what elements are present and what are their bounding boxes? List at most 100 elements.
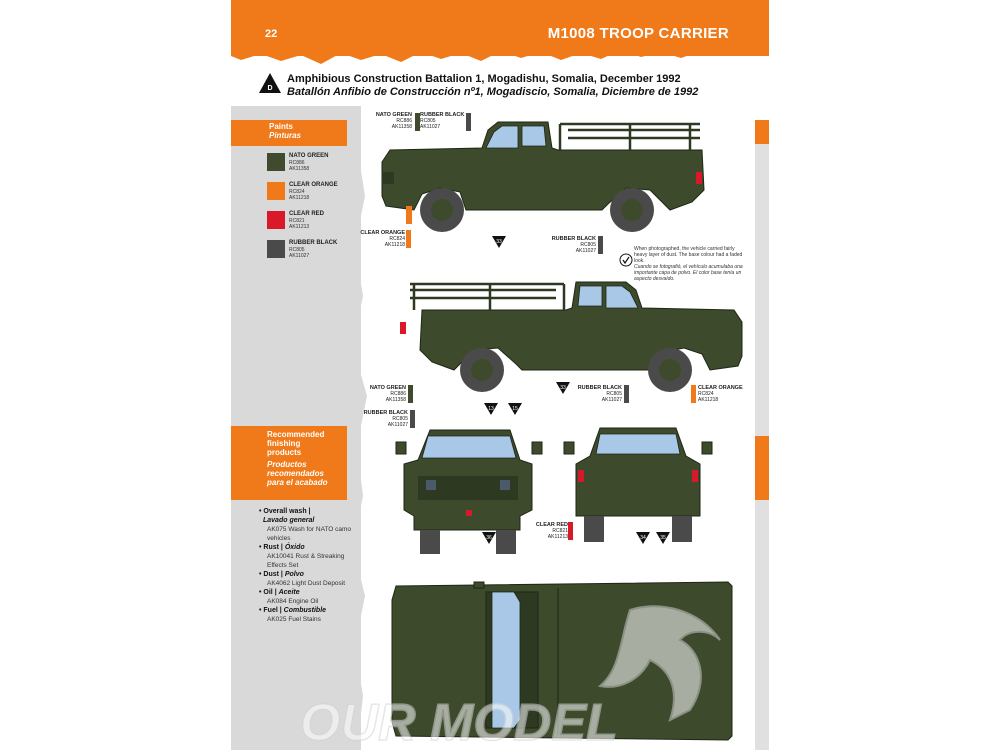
marker-35: 35 bbox=[656, 532, 670, 544]
callout-swatch bbox=[598, 236, 603, 254]
truck-left-side-view bbox=[381, 121, 705, 232]
paint-swatch bbox=[267, 153, 285, 171]
finishing-label-es: Lavado general bbox=[263, 517, 315, 524]
truck-rear-view bbox=[563, 427, 713, 542]
scheme-badge: D bbox=[259, 73, 281, 93]
callout-swatch bbox=[408, 385, 413, 403]
paints-tab: Paints Pinturas bbox=[231, 120, 347, 146]
caption-spanish: Batallón Anfibio de Construcción nº1, Mo… bbox=[287, 86, 699, 98]
finishing-subtitle-1: Productos bbox=[267, 460, 307, 469]
paints-subtitle: Pinturas bbox=[269, 131, 302, 140]
paint-name: NATO GREEN bbox=[289, 153, 329, 159]
svg-text:OUR MODEL: OUR MODEL bbox=[300, 694, 618, 750]
finishing-title-3: products bbox=[267, 448, 302, 457]
paint-name: RUBBER BLACK bbox=[289, 240, 338, 246]
vehicle-illustrations bbox=[381, 121, 743, 741]
svg-text:35: 35 bbox=[660, 535, 666, 541]
header-brush-edge bbox=[231, 40, 769, 64]
callout-swatch bbox=[624, 385, 629, 403]
finishing-label: • Oil | Aceite bbox=[259, 589, 300, 596]
paint-code-ak: AK11358 bbox=[289, 166, 310, 172]
finishing-label: • Rust | Óxido bbox=[259, 544, 305, 551]
truck-front-view bbox=[395, 429, 543, 554]
callout-swatch bbox=[466, 113, 471, 131]
page-title: M1008 TROOP CARRIER bbox=[547, 25, 729, 42]
paint-code: RC805 bbox=[289, 247, 305, 253]
svg-text:33: 33 bbox=[560, 385, 566, 391]
watermark-logo: OUR MODEL bbox=[300, 605, 721, 750]
paint-swatch bbox=[267, 182, 285, 200]
sidebar-brush-edge bbox=[343, 106, 367, 750]
paint-code-ak: AK11027 bbox=[289, 253, 310, 259]
paint-name: CLEAR RED bbox=[289, 211, 325, 217]
badge-letter: D bbox=[267, 85, 272, 92]
paint-code: RC821 bbox=[289, 218, 305, 224]
page-number: 22 bbox=[265, 28, 278, 40]
finishing-subtitle-2: recomendados bbox=[267, 469, 324, 478]
truck-right-side-view bbox=[400, 281, 743, 392]
paint-code: RC886 bbox=[289, 160, 305, 166]
finishing-product: AK10041 Rust & Streaking bbox=[267, 553, 345, 560]
marker-15: 15 bbox=[508, 403, 522, 415]
finishing-tab: Recommended finishing products Productos… bbox=[231, 426, 347, 500]
finishing-product: AK084 Engine Oil bbox=[267, 598, 319, 605]
finishing-list: • Overall wash | Lavado general AK075 Wa… bbox=[259, 507, 359, 624]
finishing-product: AK075 Wash for NATO camo bbox=[267, 526, 352, 533]
finishing-product: vehicles bbox=[267, 535, 291, 542]
list-item: • Dust | Polvo AK4062 Light Dust Deposit bbox=[259, 570, 359, 588]
paint-item: RUBBER BLACK RC805 AK11027 bbox=[267, 240, 347, 266]
finishing-title-2: finishing bbox=[267, 439, 301, 448]
marker-13: 13 bbox=[484, 403, 498, 415]
caption-english: Amphibious Construction Battalion 1, Mog… bbox=[287, 73, 681, 85]
list-item: • Fuel | Combustible AK025 Fuel Stains bbox=[259, 606, 359, 624]
svg-text:34: 34 bbox=[640, 535, 646, 541]
finishing-label: • Fuel | Combustible bbox=[259, 607, 327, 614]
finishing-product: AK025 Fuel Stains bbox=[267, 616, 321, 623]
paint-code-ak: AK11213 bbox=[289, 224, 310, 230]
paint-name: CLEAR ORANGE bbox=[289, 182, 338, 188]
finishing-product: Effects Set bbox=[267, 562, 299, 569]
paint-swatch bbox=[267, 240, 285, 258]
finishing-product: AK4062 Light Dust Deposit bbox=[267, 580, 346, 587]
note-spanish: Cuando se fotografió, el vehículo acumul… bbox=[634, 264, 743, 282]
list-item: • Rust | Óxido AK10041 Rust & Streaking … bbox=[259, 543, 359, 570]
paint-item: NATO GREEN RC886 AK11358 bbox=[267, 153, 347, 179]
paint-code: RC824 bbox=[289, 189, 305, 195]
marker-36: 36 bbox=[482, 532, 496, 544]
paint-item: CLEAR RED RC821 AK11213 bbox=[267, 211, 347, 237]
svg-text:15: 15 bbox=[512, 406, 518, 412]
callout-swatch bbox=[415, 113, 420, 131]
callout-swatch bbox=[410, 410, 415, 428]
callout-swatch bbox=[406, 230, 411, 248]
marker-33: 33 bbox=[492, 236, 506, 248]
callout-swatch bbox=[568, 522, 573, 540]
paints-title: Paints bbox=[269, 122, 294, 131]
right-orange-tab bbox=[755, 436, 769, 500]
marker-34: 34 bbox=[636, 532, 650, 544]
paint-item: CLEAR ORANGE RC824 AK11218 bbox=[267, 182, 347, 208]
note-english: When photographed, the vehicle carried f… bbox=[634, 246, 743, 264]
svg-text:33: 33 bbox=[496, 239, 502, 245]
list-item: • Overall wash | Lavado general AK075 Wa… bbox=[259, 507, 359, 543]
callout-swatch bbox=[691, 385, 696, 403]
svg-text:13: 13 bbox=[488, 406, 494, 412]
svg-text:36: 36 bbox=[486, 535, 492, 541]
note-text: When photographed, the vehicle carried f… bbox=[634, 246, 746, 282]
finishing-subtitle-3: para el acabado bbox=[267, 478, 328, 487]
paint-swatch bbox=[267, 211, 285, 229]
finishing-label: • Dust | Polvo bbox=[259, 571, 304, 578]
right-orange-tab bbox=[755, 120, 769, 144]
paint-code-ak: AK11218 bbox=[289, 195, 310, 201]
marker-33: 33 bbox=[556, 382, 570, 394]
finishing-label: • Overall wash | bbox=[259, 508, 311, 515]
checkmark-icon bbox=[619, 253, 633, 267]
list-item: • Oil | Aceite AK084 Engine Oil bbox=[259, 588, 359, 606]
